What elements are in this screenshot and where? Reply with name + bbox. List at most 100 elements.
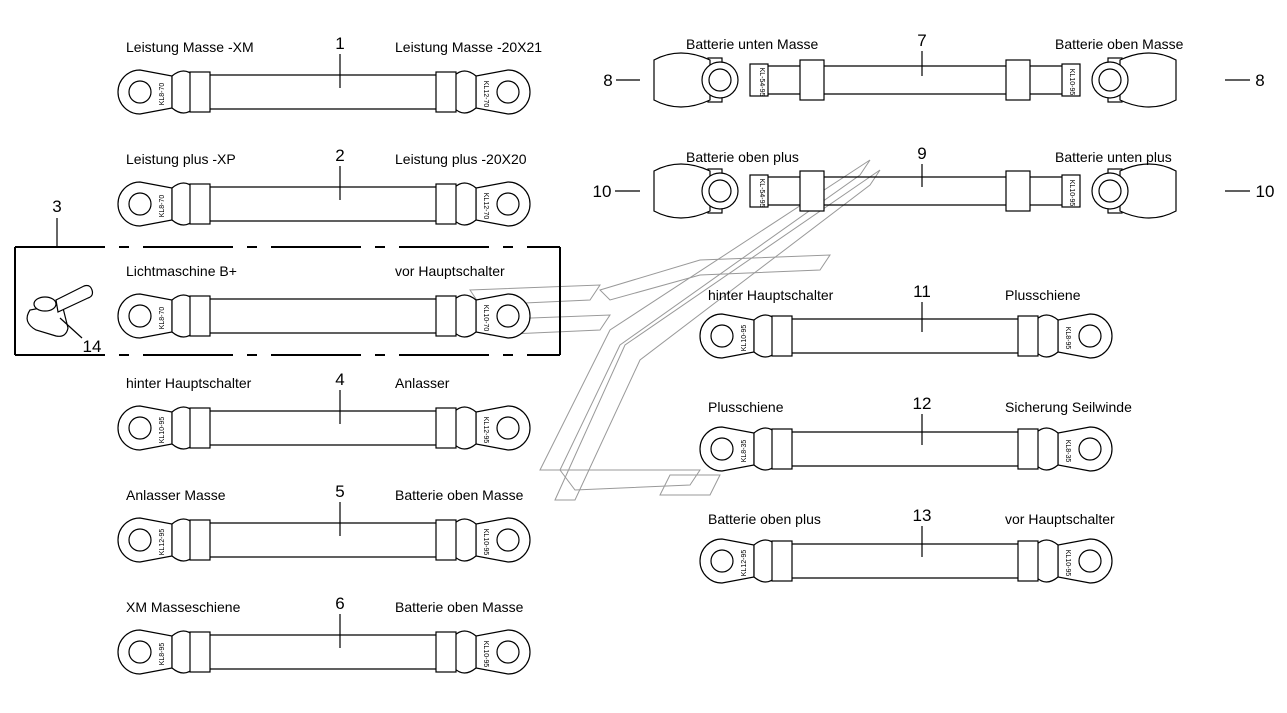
lug-tag: KL8-70 xyxy=(159,83,166,106)
cable-left-label: Batterie oben plus xyxy=(708,511,821,527)
lug-hole-icon xyxy=(496,640,520,664)
lug-tag: KL10-70 xyxy=(482,305,489,332)
shrink-sleeve-icon xyxy=(1005,170,1031,212)
shrink-sleeve-icon xyxy=(799,59,825,101)
lug-barrel-icon xyxy=(453,294,477,338)
shrink-sleeve-icon xyxy=(189,295,211,337)
lug-hole-icon xyxy=(710,437,734,461)
lug-hole-icon xyxy=(1078,437,1102,461)
lug-hole-icon xyxy=(710,324,734,348)
lug-barrel-icon xyxy=(1035,314,1059,358)
lug-tag: KL10-95 xyxy=(482,641,489,668)
lug-hole-icon xyxy=(710,549,734,573)
cable-right-label: vor Hauptschalter xyxy=(1005,511,1115,527)
lug-tag: KL12-70 xyxy=(482,193,489,220)
cable-number: 13 xyxy=(913,506,932,525)
cable-left-label: Leistung plus -XP xyxy=(126,151,236,167)
cable-left-label: hinter Hauptschalter xyxy=(708,287,834,303)
cable-right-label: Batterie oben Masse xyxy=(395,599,524,615)
lug-hole-icon xyxy=(496,192,520,216)
cable-number: 4 xyxy=(335,370,344,389)
lug-tag: KL8-35 xyxy=(741,440,748,463)
lug-tag: KL8-95 xyxy=(159,643,166,666)
cable-left-label: Batterie oben plus xyxy=(686,149,799,165)
shrink-sleeve-icon xyxy=(189,519,211,561)
lug-hole-icon xyxy=(128,416,152,440)
lug-tag: KL8-70 xyxy=(159,195,166,218)
cable-left-label: hinter Hauptschalter xyxy=(126,375,252,391)
lug-barrel-icon xyxy=(453,70,477,114)
lug-tag: KL10-95 xyxy=(482,529,489,556)
shrink-sleeve-icon xyxy=(435,407,457,449)
lug-hole-icon xyxy=(128,640,152,664)
lug-tag: KL10-95 xyxy=(1064,550,1071,577)
battery-clamp-icon xyxy=(653,163,711,219)
lug-barrel-icon xyxy=(453,406,477,450)
lug-tag: KL-54-95 xyxy=(758,68,765,97)
watermark-outline xyxy=(469,159,881,501)
shrink-sleeve-icon xyxy=(1017,428,1039,470)
shrink-sleeve-icon xyxy=(771,428,793,470)
lug-tag: KL10-95 xyxy=(159,417,166,444)
lug-hole-icon xyxy=(496,80,520,104)
callout-8-right: 8 xyxy=(1255,71,1264,90)
battery-clamp-icon xyxy=(1119,52,1177,108)
shrink-sleeve-icon xyxy=(189,631,211,673)
lug-tag: KL8-35 xyxy=(1064,440,1071,463)
cable-left-label: Anlasser Masse xyxy=(126,487,226,503)
cable-right-label: Leistung Masse -20X21 xyxy=(395,39,542,55)
cable-right-label: Batterie oben Masse xyxy=(1055,36,1184,52)
cable-right-label: Anlasser xyxy=(395,375,450,391)
cable-number: 7 xyxy=(917,31,926,50)
cable-lug-barrel-icon xyxy=(1061,174,1081,208)
lug-hole-icon xyxy=(496,416,520,440)
cable-left-label: Leistung Masse -XM xyxy=(126,39,254,55)
cable-assembly: KL8-70 KL12-70 2 Leistung plus -XP Leistung … xyxy=(117,146,531,227)
lug-hole-icon xyxy=(128,528,152,552)
shrink-sleeve-icon xyxy=(435,519,457,561)
lug-hole-icon xyxy=(128,304,152,328)
shrink-sleeve-icon xyxy=(435,71,457,113)
cable-lug-barrel-icon xyxy=(749,174,769,208)
lug-tag: KL10-95 xyxy=(1068,180,1075,207)
callout-8-left: 8 xyxy=(603,71,612,90)
lug-hole-icon xyxy=(496,528,520,552)
lug-barrel-icon xyxy=(453,630,477,674)
cable-number: 2 xyxy=(335,146,344,165)
shrink-sleeve-icon xyxy=(435,183,457,225)
lug-tag: KL8-70 xyxy=(159,307,166,330)
nut-inner-icon xyxy=(708,179,732,203)
lug-barrel-icon xyxy=(453,182,477,226)
lug-hole-icon xyxy=(496,304,520,328)
lug-tag: KL12-95 xyxy=(741,550,748,577)
cable-assembly: KL12-95 KL10-95 13 Batterie oben plus vor Ha… xyxy=(699,506,1115,584)
shrink-sleeve-icon xyxy=(435,631,457,673)
callout-10-left: 10 xyxy=(593,182,612,201)
lug-tag: KL12-95 xyxy=(159,529,166,556)
shrink-sleeve-icon xyxy=(189,407,211,449)
cable-number: 6 xyxy=(335,594,344,613)
shrink-sleeve-icon xyxy=(771,540,793,582)
cable-left-label: Plusschiene xyxy=(708,399,784,415)
nut-inner-icon xyxy=(1098,179,1122,203)
lug-tag: KL12-70 xyxy=(482,81,489,108)
nut-inner-icon xyxy=(708,68,732,92)
shrink-sleeve-icon xyxy=(799,170,825,212)
shrink-sleeve-icon xyxy=(771,315,793,357)
cable-number: 9 xyxy=(917,144,926,163)
shrink-sleeve-icon xyxy=(1017,540,1039,582)
nut-inner-icon xyxy=(1098,68,1122,92)
cable-lug-barrel-icon xyxy=(749,63,769,97)
cable-number: 1 xyxy=(335,34,344,53)
shrink-sleeve-icon xyxy=(189,71,211,113)
cable-right-label: Leistung plus -20X20 xyxy=(395,151,527,167)
cable-assembly: KL8-70 KL12-70 1 Leistung Masse -XM Leistung… xyxy=(117,34,542,115)
